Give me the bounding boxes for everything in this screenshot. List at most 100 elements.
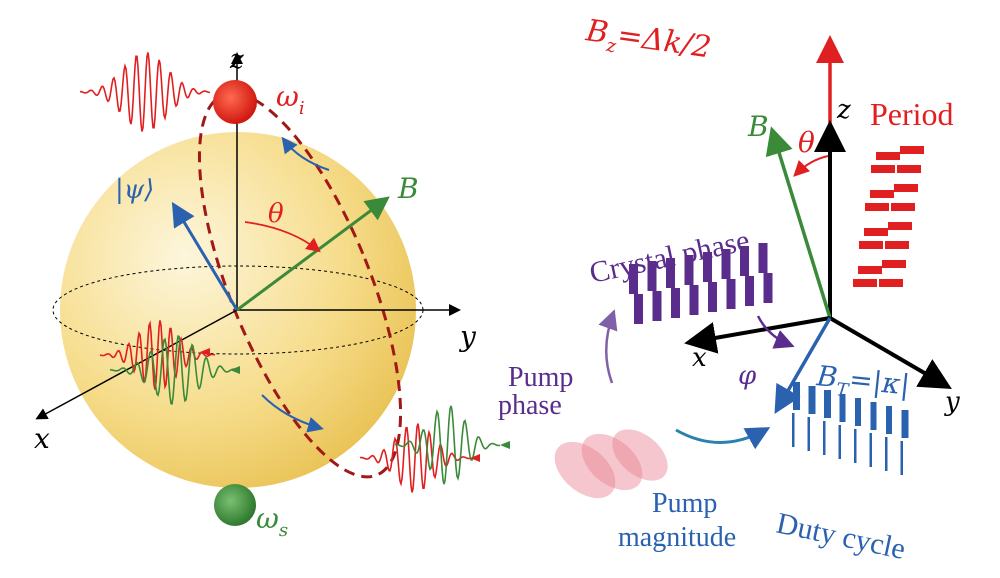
b-label-right: B: [747, 110, 769, 143]
y-axis-label-right: y: [944, 387, 960, 417]
crystal-bar: [763, 273, 773, 303]
period-bar: [864, 228, 888, 236]
phi-arc: [756, 315, 795, 349]
duty-bar: [792, 413, 795, 447]
wave-arrowhead: [230, 366, 240, 374]
period-bar: [882, 260, 906, 268]
crystal-phase-grating: [629, 243, 773, 324]
theta-arc-right: [793, 155, 829, 177]
period-bar: [853, 279, 877, 287]
z-axis-label-right: z: [836, 95, 851, 125]
pump-magnitude-label-2: magnitude: [618, 522, 736, 553]
wave-arrowhead: [470, 454, 480, 462]
wave-arrowhead: [200, 348, 210, 356]
psi-label: |ψ⟩: [115, 175, 154, 205]
theta-label-right: θ: [798, 126, 815, 159]
duty-bar: [855, 398, 861, 426]
period-bar: [876, 152, 900, 160]
period-bar: [871, 165, 895, 173]
theta-label-left: θ: [268, 199, 284, 229]
crystal-bar: [740, 246, 749, 276]
duty-bar: [901, 410, 909, 438]
pump-magnitude-arrow: [675, 427, 771, 450]
period-bar: [900, 146, 924, 154]
period-bar: [891, 203, 915, 211]
duty-bar: [824, 390, 831, 418]
duty-cycle-grating: [792, 382, 909, 475]
psi-vector: [171, 201, 239, 311]
crystal-bar: [726, 279, 736, 309]
omega-i-label: ωi: [276, 80, 305, 119]
crystal-bar: [703, 252, 712, 282]
period-bar: [885, 241, 909, 249]
duty-bar: [870, 402, 877, 430]
duty-bar: [900, 441, 903, 475]
crystal-bar: [671, 288, 680, 318]
idler-wave-out: [359, 423, 471, 493]
duty-bar: [839, 394, 846, 422]
bz-label: Bz=Δk/2: [582, 13, 713, 70]
crystal-bar: [721, 249, 731, 279]
period-grating: [853, 146, 924, 287]
duty-bar: [823, 421, 826, 455]
pump-phase-label-2: phase: [498, 390, 562, 421]
pump-magnitude-label-1: Pump: [652, 488, 717, 519]
b-vector-right: [765, 126, 832, 319]
idler-wave-inside: [99, 320, 216, 390]
pump-phase-label-1: Pump: [508, 362, 573, 393]
b-vector: [236, 196, 390, 312]
crystal-bar: [684, 255, 694, 285]
omega-s-label: ωs: [256, 502, 288, 541]
y-axis-right: [828, 316, 952, 390]
period-bar: [865, 203, 889, 211]
period-bar: [870, 190, 894, 198]
pump-helix-icon: [554, 429, 668, 499]
period-label: Period: [870, 96, 954, 132]
wave-arrowhead: [500, 441, 510, 449]
idler-ball: [213, 80, 257, 124]
bt-label: BT=|κ|: [814, 359, 912, 408]
signal-ball: [214, 484, 256, 526]
idler-wave-packet: [79, 52, 211, 132]
x-axis-right: [684, 316, 831, 354]
crystal-bar: [647, 261, 657, 291]
duty-cycle-label: Duty cycle: [774, 507, 909, 566]
crystal-bar: [689, 285, 699, 315]
crystal-bar: [629, 264, 638, 294]
duty-bar: [807, 417, 810, 451]
x-axis-label-right: x: [692, 343, 707, 373]
crystal-bar: [758, 243, 768, 273]
duty-bar: [808, 386, 816, 414]
rotation-arrow-top: [281, 136, 330, 171]
duty-bar: [854, 429, 857, 463]
rotation-arrow-bottom: [261, 394, 324, 433]
theta-arc: [244, 221, 321, 253]
pump-phase-arrow: [598, 309, 618, 384]
duty-bar: [793, 382, 800, 410]
period-bar: [859, 241, 883, 249]
crystal-bar: [634, 294, 643, 324]
duty-bar: [838, 425, 841, 459]
signal-wave-inside: [109, 335, 241, 405]
period-bar: [879, 279, 903, 287]
crystal-bar: [745, 276, 754, 306]
crystal-bar: [652, 291, 662, 321]
crystal-bar: [708, 282, 717, 312]
period-bar: [858, 266, 882, 274]
parameter-space: Bz=Δk/2 Period z θ B Crystal phase Pump …: [498, 13, 960, 566]
period-bar: [897, 165, 921, 173]
duty-bar: [869, 433, 872, 467]
b-label-left: B: [397, 172, 419, 205]
bloch-sphere: z ωi |ψ⟩ θ B y x ωs: [34, 45, 510, 541]
signal-wave-out: [394, 405, 501, 485]
bt-vector: [774, 317, 832, 415]
phi-label: φ: [738, 361, 757, 391]
crystal-bar: [666, 258, 675, 288]
wave-packets: [79, 52, 510, 493]
period-bar: [894, 184, 918, 192]
duty-bar: [885, 437, 888, 471]
duty-bar: [886, 406, 892, 434]
x-axis-label: x: [34, 422, 50, 455]
z-axis-label: z: [229, 45, 244, 75]
